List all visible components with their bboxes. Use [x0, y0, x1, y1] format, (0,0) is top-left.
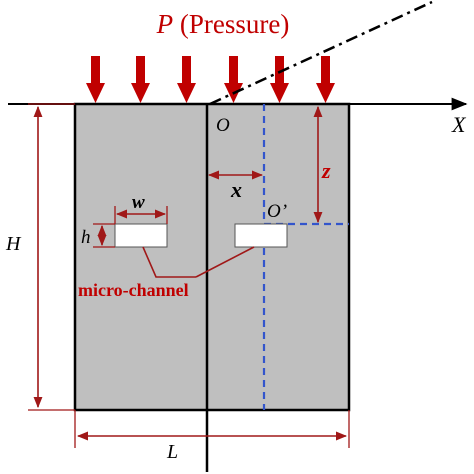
- pressure-arrows: [86, 56, 335, 103]
- pressure-arrow: [86, 56, 105, 103]
- block: [73, 102, 351, 412]
- height-dimension-label: H: [5, 233, 22, 255]
- pressure-title: P (Pressure): [156, 9, 290, 39]
- inclined-dashdot-line: [209, 0, 433, 106]
- channel-leader-left: [142, 246, 196, 278]
- pressure-arrow: [270, 56, 289, 103]
- w-dimension-label: w: [132, 192, 145, 213]
- pressure-arrow: [316, 56, 335, 103]
- micro-channel-label: micro-channel: [78, 280, 189, 300]
- length-dimension-label: L: [166, 441, 178, 463]
- pressure-arrow: [177, 56, 196, 103]
- x-dimension-label: x: [230, 177, 242, 202]
- z-dimension-label: z: [321, 158, 331, 183]
- pressure-arrow: [131, 56, 150, 103]
- origin-label: O: [216, 115, 230, 136]
- x-axis-label: X: [451, 112, 467, 137]
- micro-channel-right: [234, 223, 288, 248]
- channel-leader-right: [195, 246, 255, 278]
- origin-prime-label: O’: [267, 201, 287, 222]
- micro-channel-left: [114, 223, 168, 248]
- h-dimension-label: h: [81, 227, 91, 248]
